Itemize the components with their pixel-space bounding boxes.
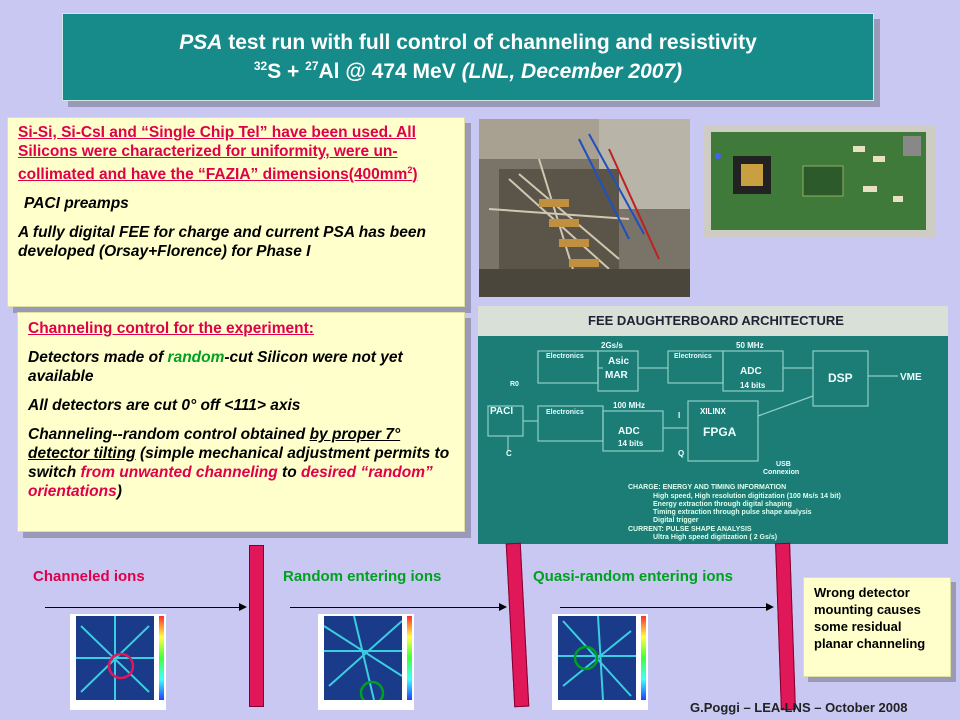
detector-quasi-random	[775, 542, 796, 711]
svg-text:Connexion: Connexion	[763, 469, 799, 476]
label-quasi-random-entering-ions: Quasi-random entering ions	[533, 568, 734, 585]
svg-text:USB: USB	[776, 461, 791, 468]
footer-credit: G.Poggi – LEA-LNS – October 2008	[690, 700, 908, 715]
detector-random	[505, 542, 530, 708]
svg-text:Energy extraction through digi: Energy extraction through digital shapin…	[653, 501, 792, 508]
svg-text:XILINX: XILINX	[700, 407, 726, 416]
random-cut-text: Detectors made of random-cut Silicon wer…	[28, 349, 403, 385]
title-line-2: 32S + 27Al @ 474 MeV (LNL, December 2007…	[253, 59, 683, 83]
beam-arrow-3	[560, 603, 774, 611]
slide-title: PSA test run with full control of channe…	[62, 13, 874, 101]
svg-text:R0: R0	[510, 381, 519, 388]
svg-text:2Gs/s: 2Gs/s	[601, 341, 623, 350]
fee-board-photo	[703, 126, 935, 238]
diagram-header: FEE DAUGHTERBOARD ARCHITECTURE	[588, 313, 844, 328]
beam-arrow-2	[290, 603, 507, 611]
detector-channeled	[249, 545, 264, 707]
beam-arrow-1	[45, 603, 247, 611]
axis-cut-text: All detectors are cut 0° off <111> axis	[28, 397, 301, 414]
svg-text:CURRENT: PULSE SHAPE ANALYSIS: CURRENT: PULSE SHAPE ANALYSIS	[628, 526, 752, 533]
preamps-text: PACI preamps	[24, 195, 129, 213]
wrong-mounting-note: Wrong detector mounting causes some resi…	[803, 577, 951, 677]
svg-text:High speed, High resolution di: High speed, High resolution digitization…	[653, 493, 841, 500]
svg-text:C: C	[506, 449, 512, 458]
svg-text:14 bits: 14 bits	[618, 439, 644, 448]
svg-text:Timing extraction through puls: Timing extraction through pulse shape an…	[653, 509, 812, 516]
channeling-map-3	[552, 614, 648, 710]
svg-text:ADC: ADC	[740, 366, 762, 377]
channeling-map-1	[70, 614, 166, 710]
svg-text:Digital trigger: Digital trigger	[653, 517, 699, 524]
svg-text:I: I	[678, 411, 680, 420]
hardware-photo	[479, 119, 690, 297]
svg-text:CHARGE: ENERGY AND TIMING INFO: CHARGE: ENERGY AND TIMING INFORMATION	[628, 484, 786, 491]
title-line-1: PSA test run with full control of channe…	[179, 31, 757, 54]
svg-text:Ultra High speed digitization: Ultra High speed digitization ( 2 Gs/s)	[653, 534, 777, 541]
channeling-control-box: Channeling control for the experiment: D…	[17, 312, 465, 532]
detector-description: Si-Si, Si-CsI and “Single Chip Tel” have…	[18, 124, 418, 184]
svg-text:50 MHz: 50 MHz	[736, 341, 764, 350]
svg-text:PACI: PACI	[490, 406, 513, 417]
svg-text:FPGA: FPGA	[703, 425, 737, 439]
svg-text:100 MHz: 100 MHz	[613, 401, 645, 410]
channeling-heading: Channeling control for the experiment:	[28, 320, 314, 337]
channeling-map-2	[318, 614, 414, 710]
label-channeled-ions: Channeled ions	[33, 568, 145, 585]
svg-text:Asic: Asic	[608, 356, 630, 367]
svg-text:Electronics: Electronics	[546, 409, 584, 416]
fee-text: A fully digital FEE for charge and curre…	[18, 224, 426, 261]
svg-text:Electronics: Electronics	[674, 353, 712, 360]
svg-text:DSP: DSP	[828, 371, 853, 385]
fee-architecture-diagram: FEE DAUGHTERBOARD ARCHITECTURE Electroni…	[478, 306, 948, 544]
svg-text:14 bits: 14 bits	[740, 381, 766, 390]
svg-text:VME: VME	[900, 372, 922, 383]
label-random-entering-ions: Random entering ions	[283, 568, 442, 585]
svg-text:Electronics: Electronics	[546, 353, 584, 360]
svg-text:MAR: MAR	[605, 370, 629, 381]
tilting-text: Channeling--random control obtained by p…	[28, 426, 450, 500]
svg-text:ADC: ADC	[618, 426, 640, 437]
setup-description-box: Si-Si, Si-CsI and “Single Chip Tel” have…	[7, 117, 465, 307]
svg-text:Q: Q	[678, 449, 684, 458]
